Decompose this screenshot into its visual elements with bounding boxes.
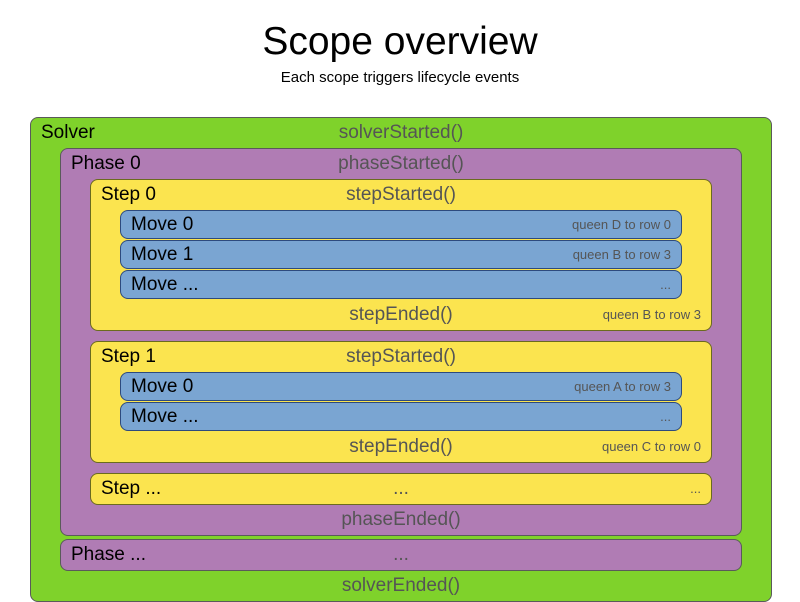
step-scope-ellipsis[interactable]: Step ... ... ... — [90, 473, 712, 505]
phase-scope-ellipsis[interactable]: Phase ... ... — [60, 539, 742, 571]
scope-overview-diagram: Solver solverStarted() Phase 0 phaseStar… — [30, 117, 772, 602]
move-detail: ... — [660, 277, 671, 292]
solver-started-row: Solver solverStarted() — [31, 118, 771, 148]
move-detail: queen A to row 3 — [574, 379, 671, 394]
move-row: Move 0 queen A to row 3 — [121, 373, 681, 400]
move-row: Move ... ... — [121, 271, 681, 298]
step-1-started-event: stepStarted() — [346, 346, 456, 367]
step-0-ended-row: stepEnded() queen B to row 3 — [91, 300, 711, 330]
phase-ellipsis-row: Phase ... ... — [61, 540, 741, 570]
step-1-started-row: Step 1 stepStarted() — [91, 342, 711, 372]
step-0-label: Step 0 — [101, 184, 156, 205]
step-1-children: Move 0 queen A to row 3 Move ... ... — [120, 372, 682, 431]
move-label: Move 0 — [131, 376, 194, 397]
move-label: Move 1 — [131, 244, 194, 265]
move-row: Move ... ... — [121, 403, 681, 430]
move-row: Move 1 queen B to row 3 — [121, 241, 681, 268]
solver-ended-row: solverEnded() — [31, 571, 771, 601]
solver-ended-event: solverEnded() — [341, 575, 461, 596]
solver-started-event: solverStarted() — [338, 122, 464, 143]
step-0-children: Move 0 queen D to row 0 Move 1 queen B t… — [120, 210, 682, 299]
page-title: Scope overview — [262, 20, 538, 63]
phase-0-ended-row: phaseEnded() — [61, 505, 741, 535]
step-1-ended-detail: queen C to row 0 — [601, 439, 701, 454]
step-0-started-row: Step 0 stepStarted() — [91, 180, 711, 210]
phase-ellipsis-label: Phase ... — [71, 544, 146, 565]
step-0-ended-event: stepEnded() — [349, 304, 453, 325]
phase-0-ended-event: phaseEnded() — [341, 509, 461, 530]
move-scope-1-0[interactable]: Move 0 queen A to row 3 — [120, 372, 682, 401]
phase-0-label: Phase 0 — [71, 153, 141, 174]
step-1-ended-event: stepEnded() — [349, 436, 453, 457]
move-row: Move 0 queen D to row 0 — [121, 211, 681, 238]
solver-scope[interactable]: Solver solverStarted() Phase 0 phaseStar… — [30, 117, 772, 602]
step-scope-1[interactable]: Step 1 stepStarted() Move 0 queen A to r… — [90, 341, 712, 463]
move-detail: queen B to row 3 — [572, 247, 671, 262]
move-scope-0-1[interactable]: Move 1 queen B to row 3 — [120, 240, 682, 269]
step-0-ended-detail: queen B to row 3 — [602, 307, 701, 322]
move-label: Move ... — [131, 406, 199, 427]
step-ellipsis-label: Step ... — [101, 478, 162, 499]
phase-0-children: Step 0 stepStarted() Move 0 queen D to r… — [90, 179, 712, 505]
phase-scope-0[interactable]: Phase 0 phaseStarted() Step 0 stepStarte… — [60, 148, 742, 536]
move-detail: ... — [660, 409, 671, 424]
page-header: Scope overview Each scope triggers lifec… — [0, 0, 800, 86]
step-1-ended-row: stepEnded() queen C to row 0 — [91, 432, 711, 462]
solver-label: Solver — [41, 122, 95, 143]
move-scope-0-2[interactable]: Move ... ... — [120, 270, 682, 299]
move-scope-1-1[interactable]: Move ... ... — [120, 402, 682, 431]
phase-0-started-event: phaseStarted() — [338, 153, 464, 174]
step-ellipsis-row: Step ... ... ... — [91, 474, 711, 504]
move-label: Move ... — [131, 274, 199, 295]
solver-children: Phase 0 phaseStarted() Step 0 stepStarte… — [60, 148, 742, 571]
move-label: Move 0 — [131, 214, 194, 235]
step-ellipsis-detail: ... — [690, 481, 701, 496]
step-scope-0[interactable]: Step 0 stepStarted() Move 0 queen D to r… — [90, 179, 712, 331]
step-ellipsis-event: ... — [393, 478, 409, 499]
move-detail: queen D to row 0 — [571, 217, 671, 232]
page-subtitle: Each scope triggers lifecycle events — [280, 68, 520, 86]
step-1-label: Step 1 — [101, 346, 156, 367]
step-0-started-event: stepStarted() — [346, 184, 456, 205]
phase-0-started-row: Phase 0 phaseStarted() — [61, 149, 741, 179]
move-scope-0-0[interactable]: Move 0 queen D to row 0 — [120, 210, 682, 239]
phase-ellipsis-event: ... — [393, 544, 409, 565]
